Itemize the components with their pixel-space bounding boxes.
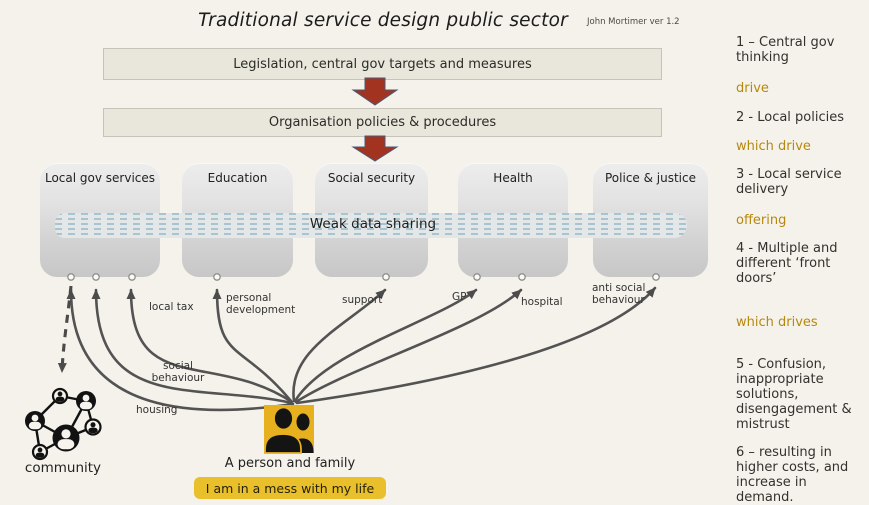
red-down-arrow-1 <box>351 77 399 106</box>
person-family-icon <box>264 405 314 454</box>
page-title: Traditional service design public sector <box>198 10 568 31</box>
sidebar-item-4: 4 - Multiple and different ‘front doors’ <box>736 241 838 286</box>
sidebar-item-which-drive: which drive <box>736 139 811 154</box>
arrow-gp <box>293 288 478 403</box>
community-icon <box>25 387 102 461</box>
sidebar-item-5: 5 - Confusion, inappropriate solutions, … <box>736 357 852 432</box>
sidebar-item-offering: offering <box>736 213 787 228</box>
sidebar-item-3: 3 - Local service delivery <box>736 167 842 197</box>
label-hospital: hospital <box>521 296 563 308</box>
sidebar-item-2: 2 - Local policies <box>736 110 845 125</box>
arrow-support <box>292 288 387 403</box>
label-social-behaviour: social behaviour <box>151 360 205 384</box>
red-down-arrow-2 <box>351 135 399 162</box>
author-credit: John Mortimer ver 1.2 <box>587 17 680 27</box>
arrow-to-community <box>57 285 73 373</box>
weak-data-sharing-label: Weak data sharing <box>309 216 437 232</box>
community-label: community <box>24 460 102 476</box>
silo-label-local-gov-services: Local gov services <box>44 171 156 185</box>
label-local-tax: local tax <box>149 301 194 313</box>
label-personal-development: personal development <box>226 292 296 316</box>
person-speech-bubble: I am in a mess with my life <box>194 477 386 499</box>
person-caption: A person and family <box>224 456 356 471</box>
organisation-box: Organisation policies & procedures <box>103 108 662 137</box>
label-gp: GP <box>452 291 467 303</box>
silo-label-social-security: Social security <box>327 171 416 185</box>
weak-data-sharing-band <box>55 213 687 238</box>
arrow-hospital <box>294 288 523 404</box>
sidebar-item-6: 6 – resulting in higher costs, and incre… <box>736 445 849 505</box>
silo-label-health: Health <box>493 171 533 185</box>
silo-label-police-justice: Police & justice <box>605 171 696 185</box>
sidebar-item-drive: drive <box>736 81 769 96</box>
label-housing: housing <box>136 404 178 416</box>
label-support: support <box>342 294 383 306</box>
silo-label-education: Education <box>207 171 268 185</box>
sidebar-item-which-drives: which drives <box>736 315 818 330</box>
legislation-box: Legislation, central gov targets and mea… <box>103 48 662 80</box>
sidebar-item-1: 1 – Central gov thinking <box>736 35 835 65</box>
label-anti-social: anti social behaviour <box>592 282 646 306</box>
community-edges <box>33 394 95 454</box>
